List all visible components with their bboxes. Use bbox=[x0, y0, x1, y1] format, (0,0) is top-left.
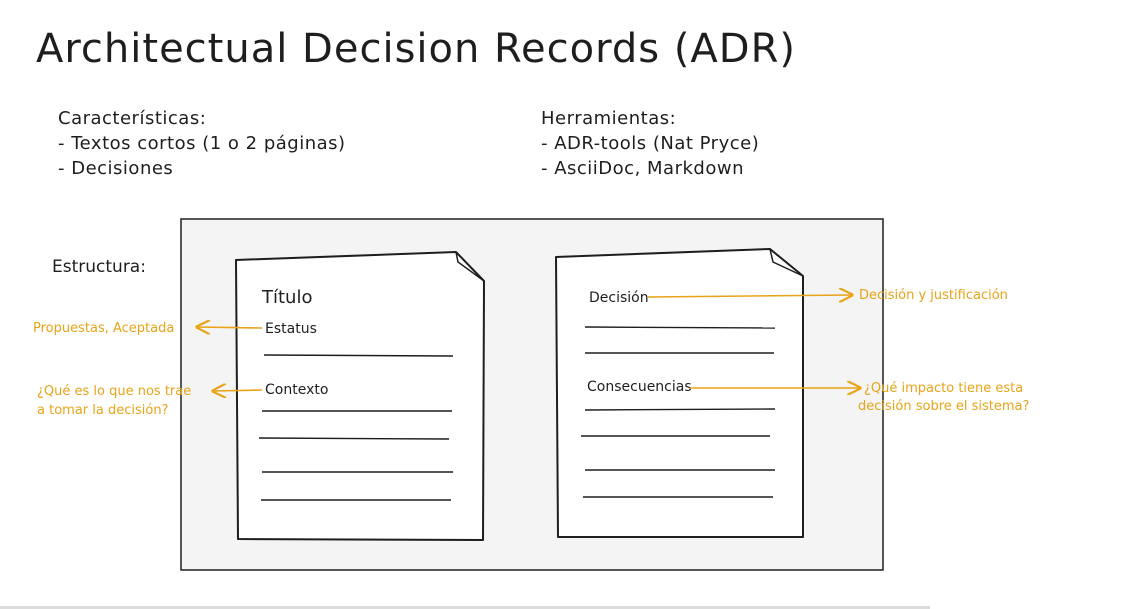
left-document: Título Estatus Contexto bbox=[235, 251, 485, 541]
arrow-context bbox=[213, 390, 263, 391]
arrow-decision bbox=[647, 295, 852, 297]
arrow-status bbox=[197, 327, 263, 328]
herramientas-section: Herramientas: - ADR-tools (Nat Pryce) - … bbox=[541, 106, 759, 181]
annotation-decision: Decisión y justificación bbox=[859, 288, 1008, 303]
text-line bbox=[584, 326, 776, 329]
annotation-context-line1: ¿Qué es lo que nos trae bbox=[37, 384, 191, 399]
caracteristicas-item: - Decisiones bbox=[58, 158, 174, 179]
field-estatus: Estatus bbox=[265, 321, 317, 337]
field-consecuencias: Consecuencias bbox=[587, 379, 692, 395]
text-line bbox=[263, 354, 454, 357]
field-contexto: Contexto bbox=[265, 382, 328, 398]
bottom-bar bbox=[0, 606, 930, 609]
annotation-context-line2: a tomar la decisión? bbox=[37, 403, 168, 418]
estructura-label: Estructura: bbox=[52, 257, 146, 277]
annotation-status: Propuestas, Aceptada bbox=[33, 321, 174, 336]
caracteristicas-section: Características: - Textos cortos (1 o 2 … bbox=[58, 106, 346, 181]
right-document: Decisión Consecuencias bbox=[555, 248, 804, 538]
field-decision: Decisión bbox=[589, 290, 649, 306]
caracteristicas-item: - Textos cortos (1 o 2 páginas) bbox=[58, 133, 346, 154]
left-doc-title: Título bbox=[261, 287, 312, 308]
herramientas-heading: Herramientas: bbox=[541, 108, 677, 129]
herramientas-item: - AsciiDoc, Markdown bbox=[541, 158, 744, 179]
text-line bbox=[258, 437, 450, 440]
herramientas-item: - ADR-tools (Nat Pryce) bbox=[541, 133, 760, 154]
diagram-title: Architectual Decision Records (ADR) bbox=[36, 26, 796, 72]
caracteristicas-heading: Características: bbox=[58, 108, 207, 129]
text-line bbox=[584, 408, 776, 411]
annotation-consequences-line2: decisión sobre el sistema? bbox=[858, 399, 1029, 414]
annotation-consequences-line1: ¿Qué impacto tiene esta bbox=[864, 381, 1023, 396]
